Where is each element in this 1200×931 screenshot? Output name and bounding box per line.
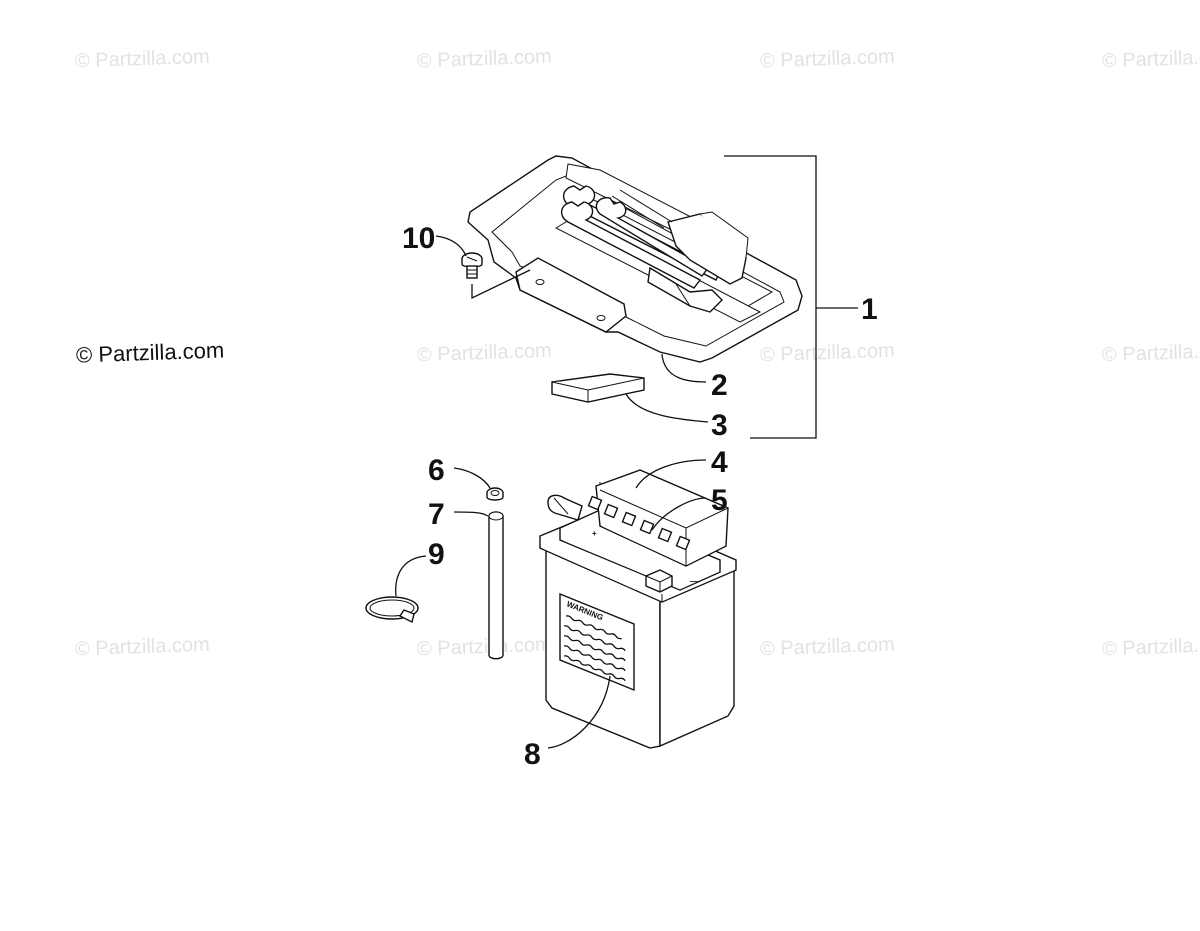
callout-10: 10 — [402, 222, 435, 255]
assembly-bracket — [724, 155, 817, 439]
cell-caps — [587, 495, 691, 551]
screw — [461, 252, 483, 279]
leader-line — [651, 497, 707, 531]
leader-line — [625, 393, 709, 423]
callout-2: 2 — [711, 369, 728, 402]
leader-line — [395, 555, 427, 597]
leader-line — [635, 459, 707, 489]
leader-line — [453, 467, 491, 489]
callout-7: 7 — [428, 498, 445, 531]
callout-4: 4 — [711, 446, 728, 479]
hose-clamp — [486, 487, 504, 501]
leader-line — [435, 235, 467, 257]
positive-mark: + — [592, 529, 597, 538]
leader-line — [453, 511, 489, 517]
vent-tube — [488, 511, 504, 660]
callout-3: 3 — [711, 409, 728, 442]
callout-1: 1 — [861, 293, 878, 326]
callout-9: 9 — [428, 538, 445, 571]
callout-6: 6 — [428, 454, 445, 487]
leader-line — [661, 353, 707, 383]
battery: + — WARNING — [539, 469, 737, 749]
leader-line — [547, 675, 611, 749]
callout-8: 8 — [524, 738, 541, 771]
leader-line — [471, 269, 531, 300]
callout-5: 5 — [711, 484, 728, 517]
negative-mark: — — [690, 577, 698, 586]
tool-tray-assembly — [467, 155, 803, 363]
strap-band — [365, 596, 419, 624]
foam-pad — [551, 373, 645, 403]
